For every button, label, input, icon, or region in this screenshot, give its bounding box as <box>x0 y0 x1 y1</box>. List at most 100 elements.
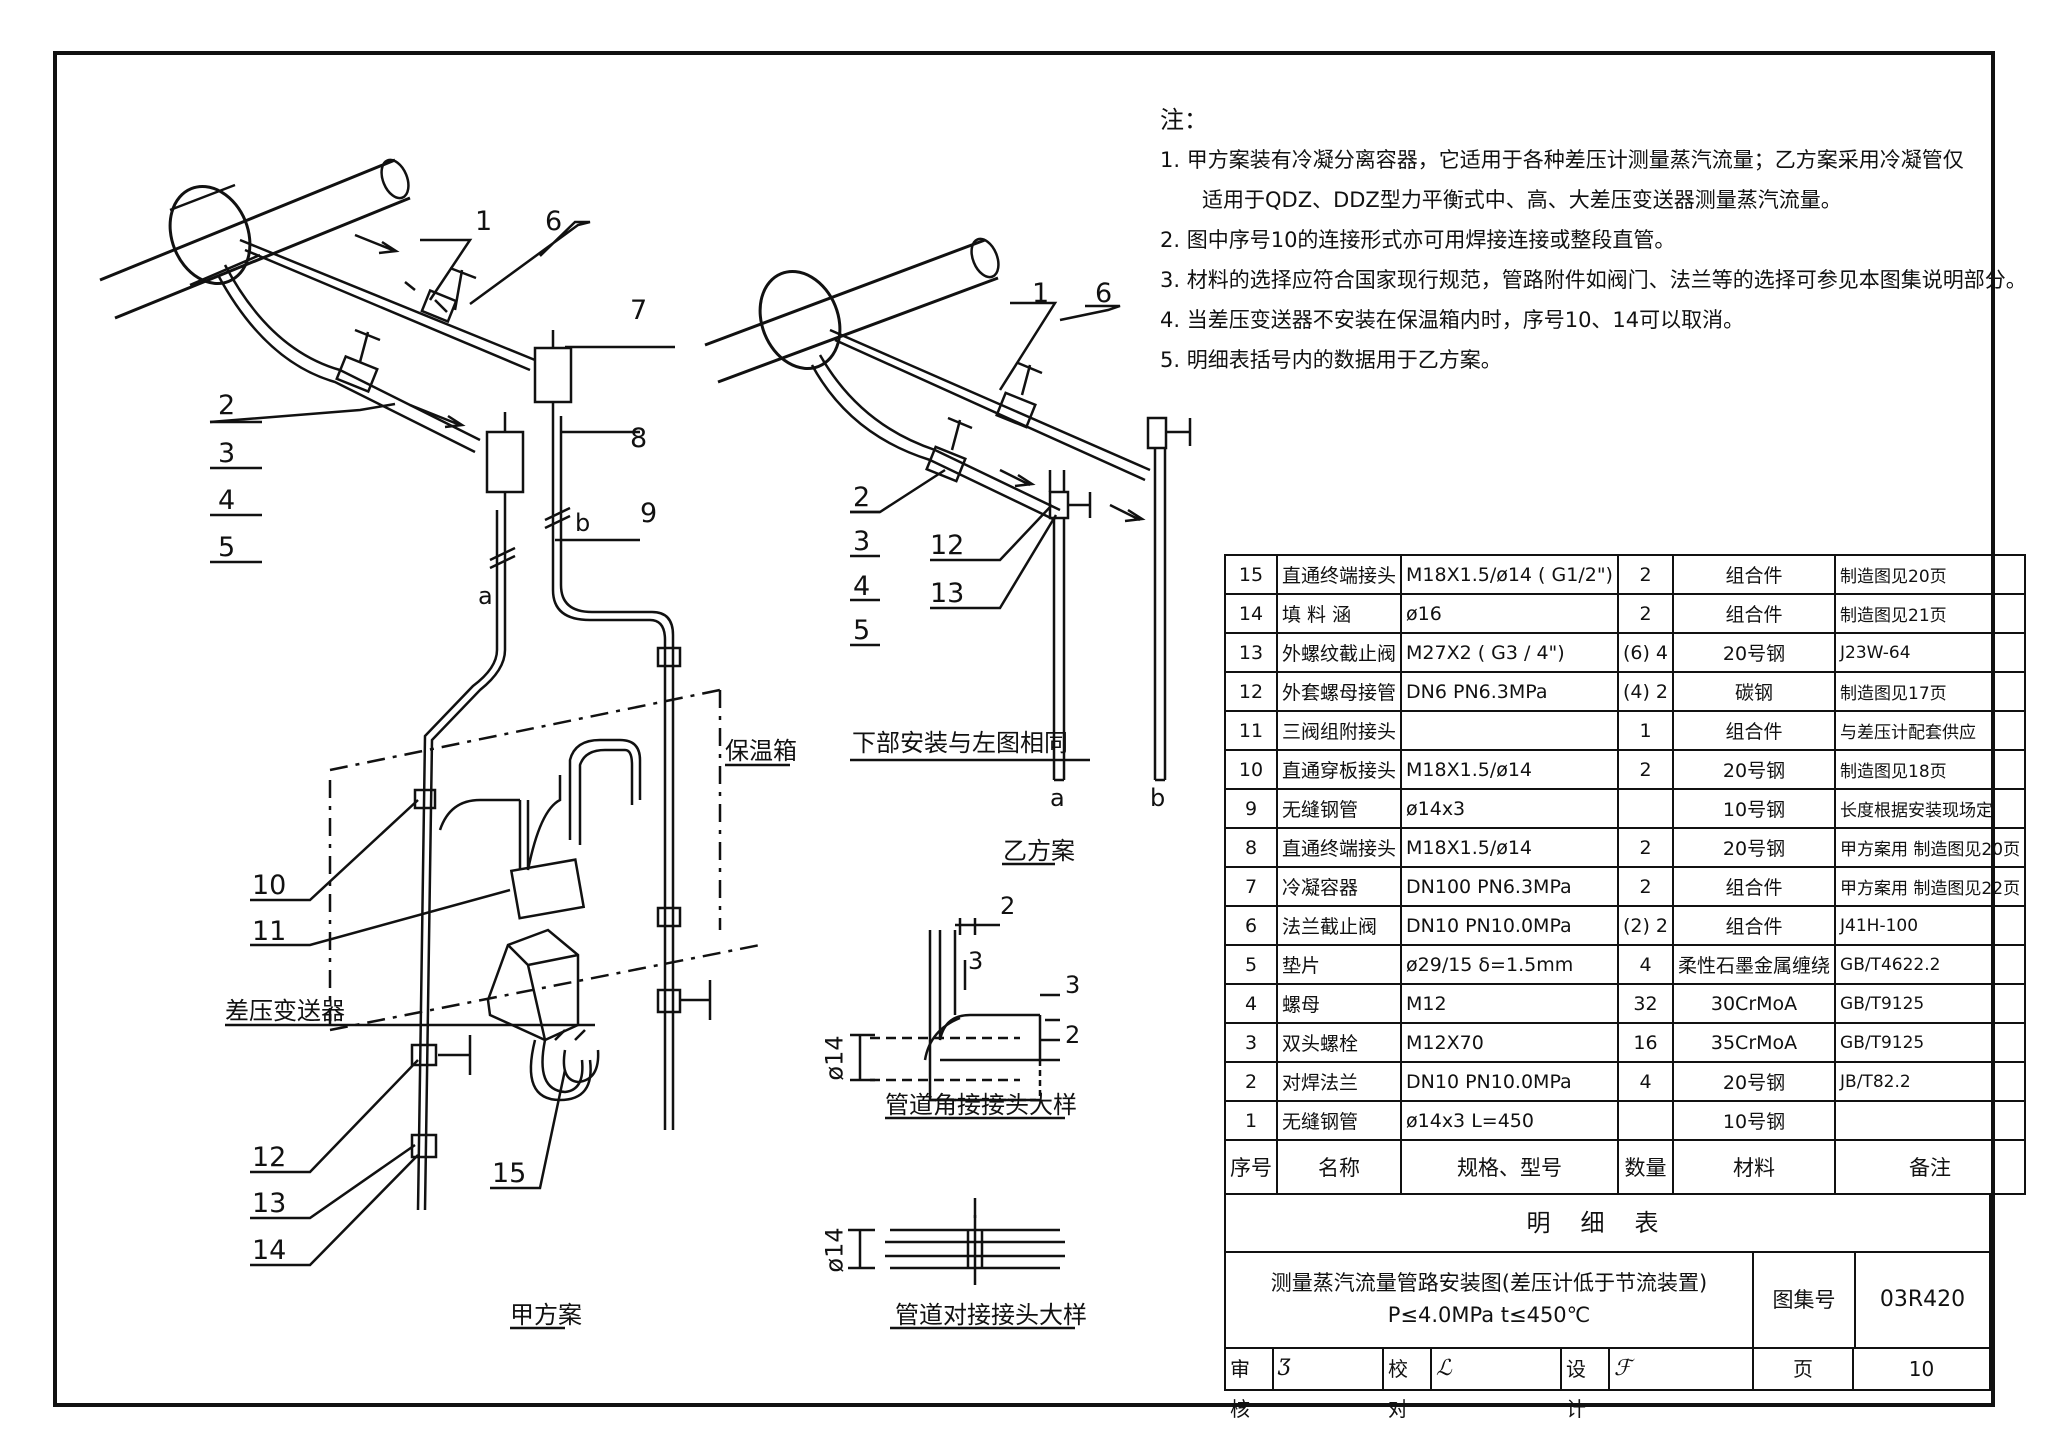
parts-cell-name: 垫片 <box>1275 944 1403 985</box>
parts-cell-remark: 制造图见18页 <box>1834 749 2027 790</box>
parts-cell-name: 三阀组附接头 <box>1275 710 1403 751</box>
condensate-vessel-7b <box>485 430 525 494</box>
parts-cell-qty: 2 <box>1616 554 1675 595</box>
label-5-b: 5 <box>853 615 871 646</box>
parts-cell-material: 组合件 <box>1672 710 1837 751</box>
parts-cell-remark: GB/T9125 <box>1834 1022 2027 1063</box>
label-b-2: b <box>1150 784 1166 812</box>
parts-cell-spec <box>1400 710 1619 751</box>
label-3-b: 3 <box>853 526 871 557</box>
label-13-b: 13 <box>930 578 965 609</box>
parts-cell-spec: M12X70 <box>1400 1022 1619 1063</box>
dim-phi14-a: ø14 <box>820 1035 849 1081</box>
parts-cell-name: 外螺纹截止阀 <box>1275 632 1403 673</box>
parts-cell-spec: DN6 PN6.3MPa <box>1400 671 1619 712</box>
parts-cell-remark: GB/T4622.2 <box>1834 944 2027 985</box>
label-butt-detail: 管道对接接头大样 <box>895 1301 1087 1329</box>
dim-2-b: 2 <box>1065 1021 1081 1049</box>
notes-block: 注： 1. 甲方案装有冷凝分离容器，它适用于各种差压计测量蒸汽流量；乙方案采用冷… <box>1160 100 2027 380</box>
label-1-b: 1 <box>1032 278 1050 309</box>
parts-cell-spec: ø16 <box>1400 593 1619 634</box>
parts-cell-spec: M18X1.5/ø14 <box>1400 749 1619 790</box>
corner-joint-detail <box>850 918 1065 1120</box>
header-remark: 备注 <box>1834 1139 2027 1195</box>
parts-cell-no: 11 <box>1224 710 1278 751</box>
parts-cell-remark: J23W-64 <box>1834 632 2027 673</box>
parts-cell-spec: M18X1.5/ø14 ( G1/2") <box>1400 554 1619 595</box>
atlas-label: 图集号 <box>1754 1253 1856 1347</box>
label-3-a: 3 <box>218 438 236 469</box>
note-1-cont: 适用于QDZ、DDZ型力平衡式中、高、大差压变送器测量蒸汽流量。 <box>1202 188 1842 212</box>
label-dp-transmitter: 差压变送器 <box>225 997 345 1025</box>
parts-cell-no: 4 <box>1224 983 1278 1024</box>
parts-cell-material: 柔性石墨金属缠绕 <box>1672 944 1837 985</box>
plan-a-drawing <box>99 158 790 1330</box>
label-10: 10 <box>252 870 287 901</box>
label-a-2: a <box>1050 784 1065 812</box>
parts-cell-spec: DN10 PN10.0MPa <box>1400 905 1619 946</box>
parts-cell-spec: M18X1.5/ø14 <box>1400 827 1619 868</box>
label-1-a: 1 <box>475 206 493 237</box>
parts-cell-qty: (4) 2 <box>1616 671 1675 712</box>
parts-cell-remark: 甲方案用 制造图见20页 <box>1834 827 2027 868</box>
parts-cell-spec: ø14x3 <box>1400 788 1619 829</box>
header-material: 材料 <box>1672 1139 1837 1195</box>
parts-cell-material: 20号钢 <box>1672 749 1837 790</box>
header-no: 序号 <box>1224 1139 1278 1195</box>
header-name: 名称 <box>1275 1139 1403 1195</box>
parts-cell-material: 碳钢 <box>1672 671 1837 712</box>
parts-cell-spec: M12 <box>1400 983 1619 1024</box>
label-corner-detail: 管道角接接头大样 <box>885 1091 1077 1119</box>
table-title: 明细表 <box>1224 1195 1991 1253</box>
parts-header-row: 序号 名称 规格、型号 数量 材料 备注 <box>1224 1139 2027 1195</box>
dp-transmitter-icon <box>486 928 580 1042</box>
parts-cell-remark <box>1834 1100 2027 1141</box>
label-13-a: 13 <box>252 1188 287 1219</box>
parts-cell-qty: 4 <box>1616 1061 1675 1102</box>
parts-cell-qty: 4 <box>1616 944 1675 985</box>
atlas-number: 03R420 <box>1879 1287 1966 1312</box>
condensate-vessel-7a <box>533 346 573 404</box>
drawing-conditions: P≤4.0MPa t≤450℃ <box>1387 1303 1591 1327</box>
label-a: a <box>478 582 493 610</box>
parts-cell-name: 填 料 涵 <box>1275 593 1403 634</box>
label-4-b: 4 <box>853 571 871 602</box>
parts-cell-no: 14 <box>1224 593 1278 634</box>
parts-cell-material: 10号钢 <box>1672 1100 1837 1141</box>
parts-cell-qty: 2 <box>1616 827 1675 868</box>
parts-cell-qty: (2) 2 <box>1616 905 1675 946</box>
label-2-a: 2 <box>218 390 236 421</box>
parts-cell-no: 1 <box>1224 1100 1278 1141</box>
label-7: 7 <box>630 295 648 326</box>
label-4-a: 4 <box>218 485 236 516</box>
dim-3-a: 3 <box>968 947 984 975</box>
parts-cell-qty: (6) 4 <box>1616 632 1675 673</box>
label-5-a: 5 <box>218 532 236 563</box>
parts-cell-name: 直通终端接头 <box>1275 827 1403 868</box>
label-plan-a: 甲方案 <box>510 1301 582 1329</box>
label-6-b: 6 <box>1095 278 1113 309</box>
label-11: 11 <box>252 916 287 947</box>
parts-cell-no: 15 <box>1224 554 1278 595</box>
parts-cell-spec: DN100 PN6.3MPa <box>1400 866 1619 907</box>
label-plan-b: 乙方案 <box>1003 837 1075 865</box>
manifold-11 <box>509 858 586 920</box>
parts-cell-name: 冷凝容器 <box>1275 866 1403 907</box>
drawing-title-box: 测量蒸汽流量管路安装图(差压计低于节流装置) P≤4.0MPa t≤450℃ 图… <box>1224 1253 1991 1349</box>
parts-cell-qty: 2 <box>1616 749 1675 790</box>
parts-cell-name: 外套螺母接管 <box>1275 671 1403 712</box>
parts-cell-material: 30CrMoA <box>1672 983 1837 1024</box>
valve-6-icon <box>420 266 477 324</box>
parts-cell-name: 无缝钢管 <box>1275 788 1403 829</box>
parts-cell-name: 双头螺栓 <box>1275 1022 1403 1063</box>
note-1: 1. 甲方案装有冷凝分离容器，它适用于各种差压计测量蒸汽流量；乙方案采用冷凝管仅 <box>1160 148 1964 172</box>
parts-cell-no: 10 <box>1224 749 1278 790</box>
